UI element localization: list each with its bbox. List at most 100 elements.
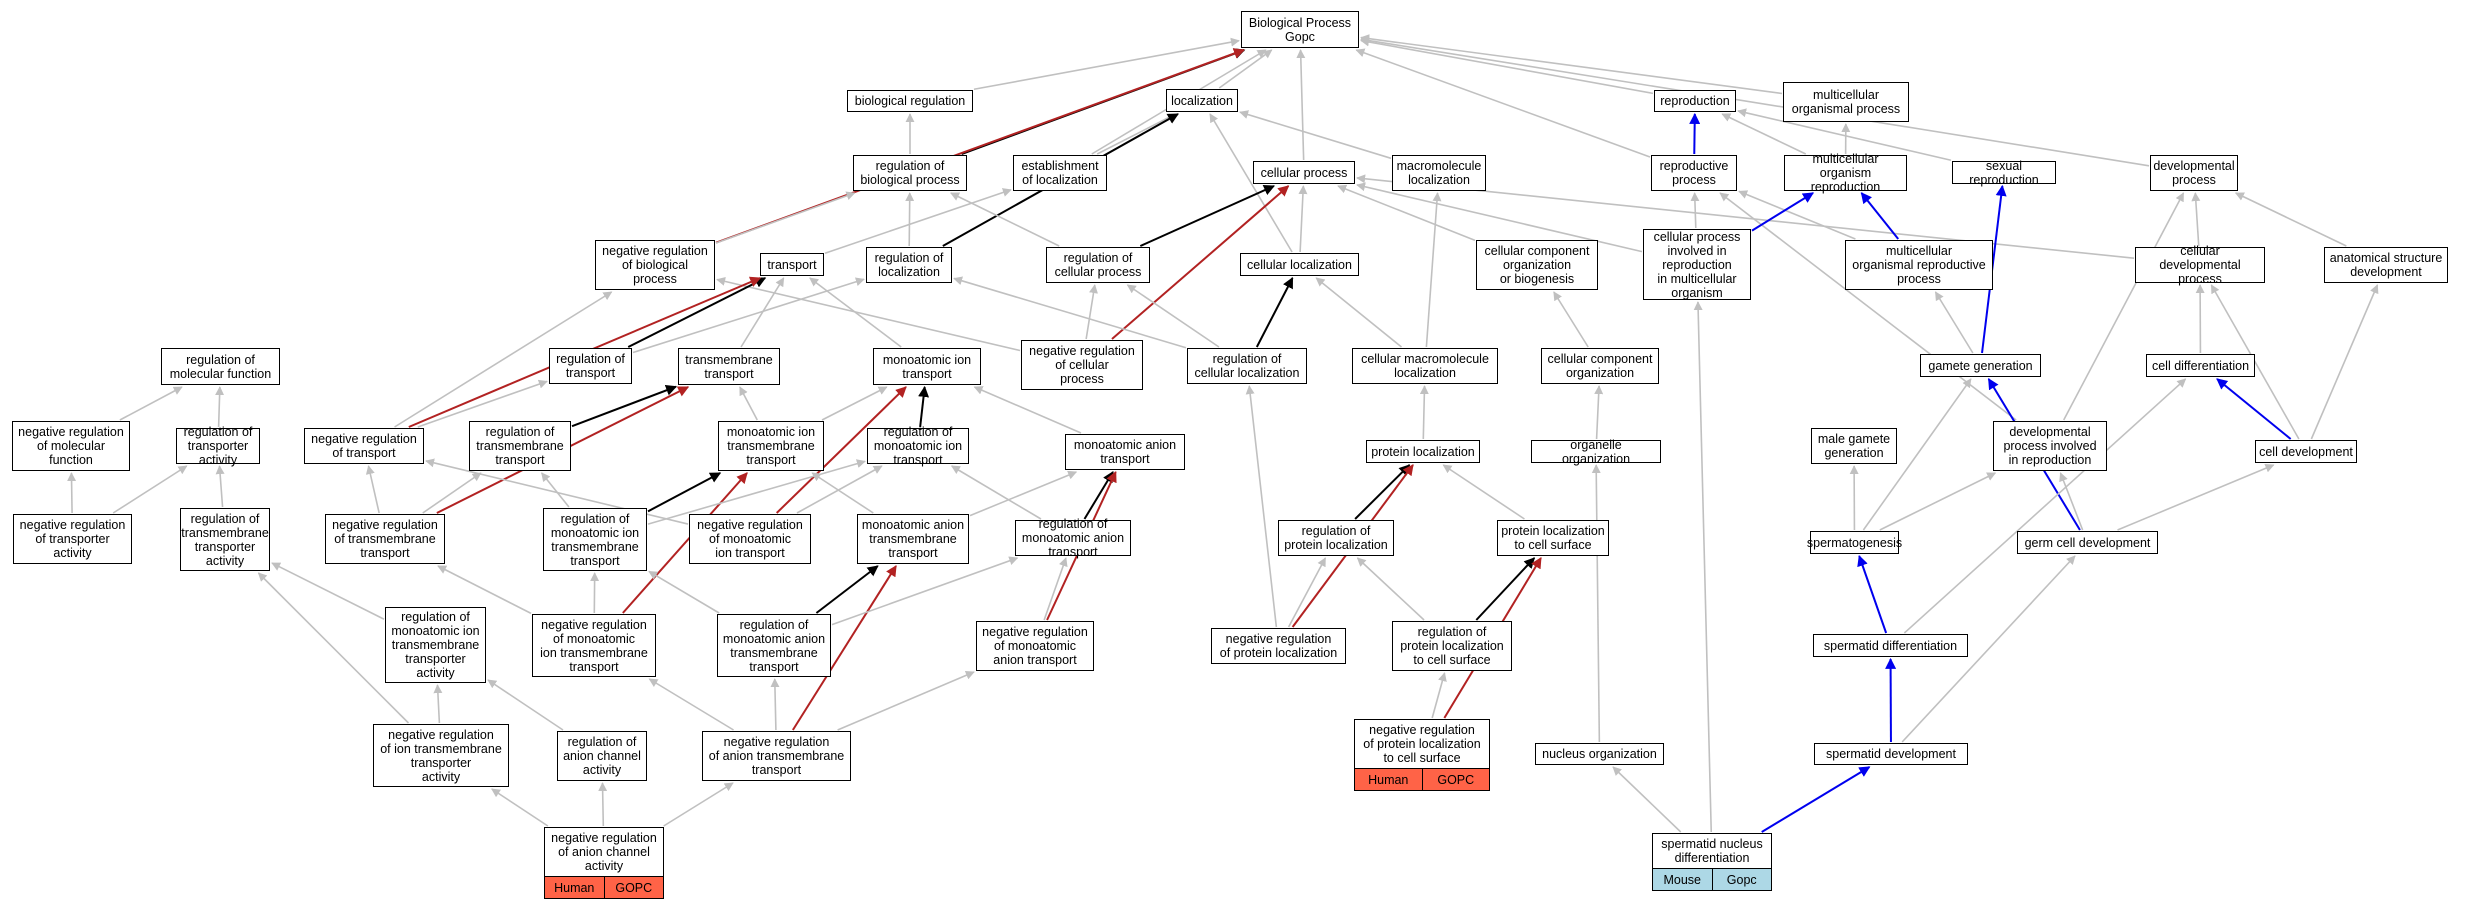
- node-regcellloc[interactable]: regulation of cellular localization: [1187, 348, 1307, 384]
- node-orgorg[interactable]: organelle organization: [1531, 440, 1661, 463]
- edge-ccorg-to-cellproc: [1338, 186, 1475, 240]
- node-negregitmtact[interactable]: negative regulation of ion transmembrane…: [373, 724, 509, 787]
- node-negregplcs[interactable]: negative regulation of protein localizat…: [1354, 719, 1490, 769]
- edge-regmit-to-mitrans: [920, 387, 925, 427]
- edge-spermnuc-to-cpirmo: [1698, 302, 1711, 832]
- node-regcp[interactable]: regulation of cellular process: [1046, 247, 1150, 283]
- node-regtrans[interactable]: regulation of transport: [549, 348, 632, 384]
- edge-mcorp-to-reprocproc: [1739, 191, 1855, 239]
- node-spermdiff[interactable]: spermatid differentiation: [1813, 634, 1968, 657]
- edge-estloc-to-loc: [1097, 114, 1175, 154]
- node-mcorepro[interactable]: multicellular organism reproduction: [1784, 155, 1907, 191]
- node-negregprotloc[interactable]: negative regulation of protein localizat…: [1211, 628, 1346, 664]
- node-regmf[interactable]: regulation of molecular function: [161, 348, 280, 385]
- node-regbp[interactable]: regulation of biological process: [853, 155, 967, 191]
- node-tmtrans[interactable]: transmembrane transport: [678, 348, 780, 385]
- node-cpirmo[interactable]: cellular process involved in reproductio…: [1643, 229, 1751, 300]
- edge-mcop-to-bp: [1361, 38, 1782, 94]
- edge-negregach-to-regachact: [603, 783, 604, 826]
- edge-negregach-to-negregatmt: [664, 783, 733, 826]
- node-celldevproc[interactable]: cellular developmental process: [2135, 247, 2265, 283]
- node-regmat[interactable]: regulation of monoatomic anion transport: [1015, 520, 1131, 556]
- node-spermnuc[interactable]: spermatid nucleus differentiation: [1652, 833, 1772, 869]
- edge-spermnuc-to-spermdev: [1762, 767, 1870, 832]
- edge-protloccs-to-protloc: [1443, 465, 1524, 519]
- edge-celldev-to-anatdev: [2311, 285, 2377, 439]
- node-negregtact[interactable]: negative regulation of transporter activ…: [13, 514, 132, 564]
- node-regmitmt[interactable]: regulation of monoatomic ion transmembra…: [543, 508, 647, 571]
- node-ccorg[interactable]: cellular component organization or bioge…: [1476, 240, 1598, 290]
- node-negregbp[interactable]: negative regulation of biological proces…: [595, 240, 715, 290]
- node-celldiff[interactable]: cell differentiation: [2146, 354, 2255, 377]
- edge-macroloc-to-loc: [1240, 112, 1391, 158]
- node-negregmat[interactable]: negative regulation of monoatomic anion …: [976, 621, 1094, 671]
- edge-negregmit-to-regmit: [797, 466, 882, 513]
- node-malegam[interactable]: male gamete generation: [1811, 428, 1897, 464]
- node-regprotloc[interactable]: regulation of protein localization: [1278, 520, 1394, 556]
- node-negregmitmt[interactable]: negative regulation of monoatomic ion tr…: [532, 614, 656, 677]
- edge-negregplcs-to-regprotloccs: [1432, 673, 1444, 718]
- edge-regcp-to-regbp: [951, 193, 1059, 246]
- node-negregmit[interactable]: negative regulation of monoatomic ion tr…: [689, 514, 811, 564]
- node-cellproc[interactable]: cellular process: [1253, 161, 1355, 184]
- node-protloccs[interactable]: protein localization to cell surface: [1497, 520, 1609, 556]
- node-negregtrans[interactable]: negative regulation of transport: [304, 428, 424, 464]
- node-transport[interactable]: transport: [760, 253, 824, 276]
- edge-regtrans-to-regloc: [633, 279, 864, 352]
- node-cmloc[interactable]: cellular macromolecule localization: [1352, 348, 1498, 384]
- node-regmit[interactable]: regulation of monoatomic ion transport: [867, 428, 969, 464]
- node-regtmt[interactable]: regulation of transmembrane transport: [469, 421, 571, 471]
- node-spermgen[interactable]: spermatogenesis: [1810, 531, 1899, 554]
- edge-regprotloccs-to-protloccs: [1476, 558, 1534, 620]
- node-bp[interactable]: Biological Process Gopc: [1241, 11, 1359, 48]
- node-cellloc[interactable]: cellular localization: [1240, 253, 1359, 276]
- badge-group-negregplcs: Human GOPC: [1354, 769, 1490, 791]
- node-matmt[interactable]: monoatomic anion transmembrane transport: [857, 514, 969, 564]
- node-repro[interactable]: reproduction: [1654, 90, 1736, 112]
- node-negregach[interactable]: negative regulation of anion channel act…: [544, 827, 664, 877]
- node-loc[interactable]: localization: [1166, 89, 1238, 112]
- node-devproc[interactable]: developmental process: [2150, 155, 2238, 191]
- node-anatdev[interactable]: anatomical structure development: [2324, 247, 2448, 283]
- node-regmitmtact[interactable]: regulation of monoatomic ion transmembra…: [385, 607, 486, 683]
- node-macroloc[interactable]: macromolecule localization: [1392, 155, 1486, 191]
- node-gamgen[interactable]: gamete generation: [1920, 354, 2041, 377]
- node-reprocproc[interactable]: reproductive process: [1651, 155, 1737, 191]
- node-mcop[interactable]: multicellular organismal process: [1783, 82, 1909, 122]
- node-regtmtact[interactable]: regulation of transmembrane transporter …: [180, 508, 270, 571]
- edge-negregatmt-to-regmatmt: [775, 679, 776, 730]
- node-germdev[interactable]: germ cell development: [2017, 531, 2158, 554]
- node-negregmf[interactable]: negative regulation of molecular functio…: [12, 421, 130, 471]
- node-negregatmt[interactable]: negative regulation of anion transmembra…: [702, 731, 851, 781]
- node-matrans[interactable]: monoatomic anion transport: [1065, 434, 1185, 470]
- edge-mitrans-to-transport: [810, 278, 901, 347]
- edge-negregmat-to-regmat: [1044, 558, 1066, 620]
- node-regmatmt[interactable]: regulation of monoatomic anion transmemb…: [717, 614, 831, 677]
- edge-gamgen-to-mcorp: [1936, 292, 1973, 353]
- node-bioreg[interactable]: biological regulation: [847, 90, 973, 112]
- node-sexrepro[interactable]: sexual reproduction: [1952, 161, 2056, 184]
- node-estloc[interactable]: establishment of localization: [1013, 155, 1107, 191]
- node-celldev[interactable]: cell development: [2255, 440, 2357, 463]
- node-protloc[interactable]: protein localization: [1366, 440, 1480, 463]
- edge-devprepro-to-reprocproc: [1720, 193, 2016, 420]
- node-mitrans[interactable]: monoatomic ion transport: [873, 348, 981, 385]
- node-nucorg[interactable]: nucleus organization: [1535, 743, 1664, 765]
- node-ccorg2[interactable]: cellular component organization: [1541, 348, 1659, 384]
- node-regachact[interactable]: regulation of anion channel activity: [557, 731, 647, 781]
- edge-regmat-to-matrans: [1084, 472, 1112, 519]
- node-devprepro[interactable]: developmental process involved in reprod…: [1993, 421, 2107, 471]
- node-negregcp[interactable]: negative regulation of cellular process: [1021, 340, 1143, 390]
- edge-negregprotloc-to-regcellloc: [1249, 386, 1276, 627]
- edge-negregach-to-negregitmtact: [492, 789, 548, 826]
- edge-anatdev-to-devproc: [2236, 193, 2347, 246]
- species-badge: Human: [545, 877, 604, 898]
- node-regloc[interactable]: regulation of localization: [866, 247, 952, 283]
- node-regtact[interactable]: regulation of transporter activity: [176, 428, 260, 464]
- node-regprotloccs[interactable]: regulation of protein localization to ce…: [1392, 621, 1512, 671]
- node-negregtmt[interactable]: negative regulation of transmembrane tra…: [325, 514, 445, 564]
- edge-devprepro-to-devproc: [2064, 193, 2184, 420]
- node-mcorp[interactable]: multicellular organismal reproductive pr…: [1845, 240, 1993, 290]
- node-spermdev[interactable]: spermatid development: [1814, 743, 1968, 765]
- node-mitmt[interactable]: monoatomic ion transmembrane transport: [718, 421, 824, 471]
